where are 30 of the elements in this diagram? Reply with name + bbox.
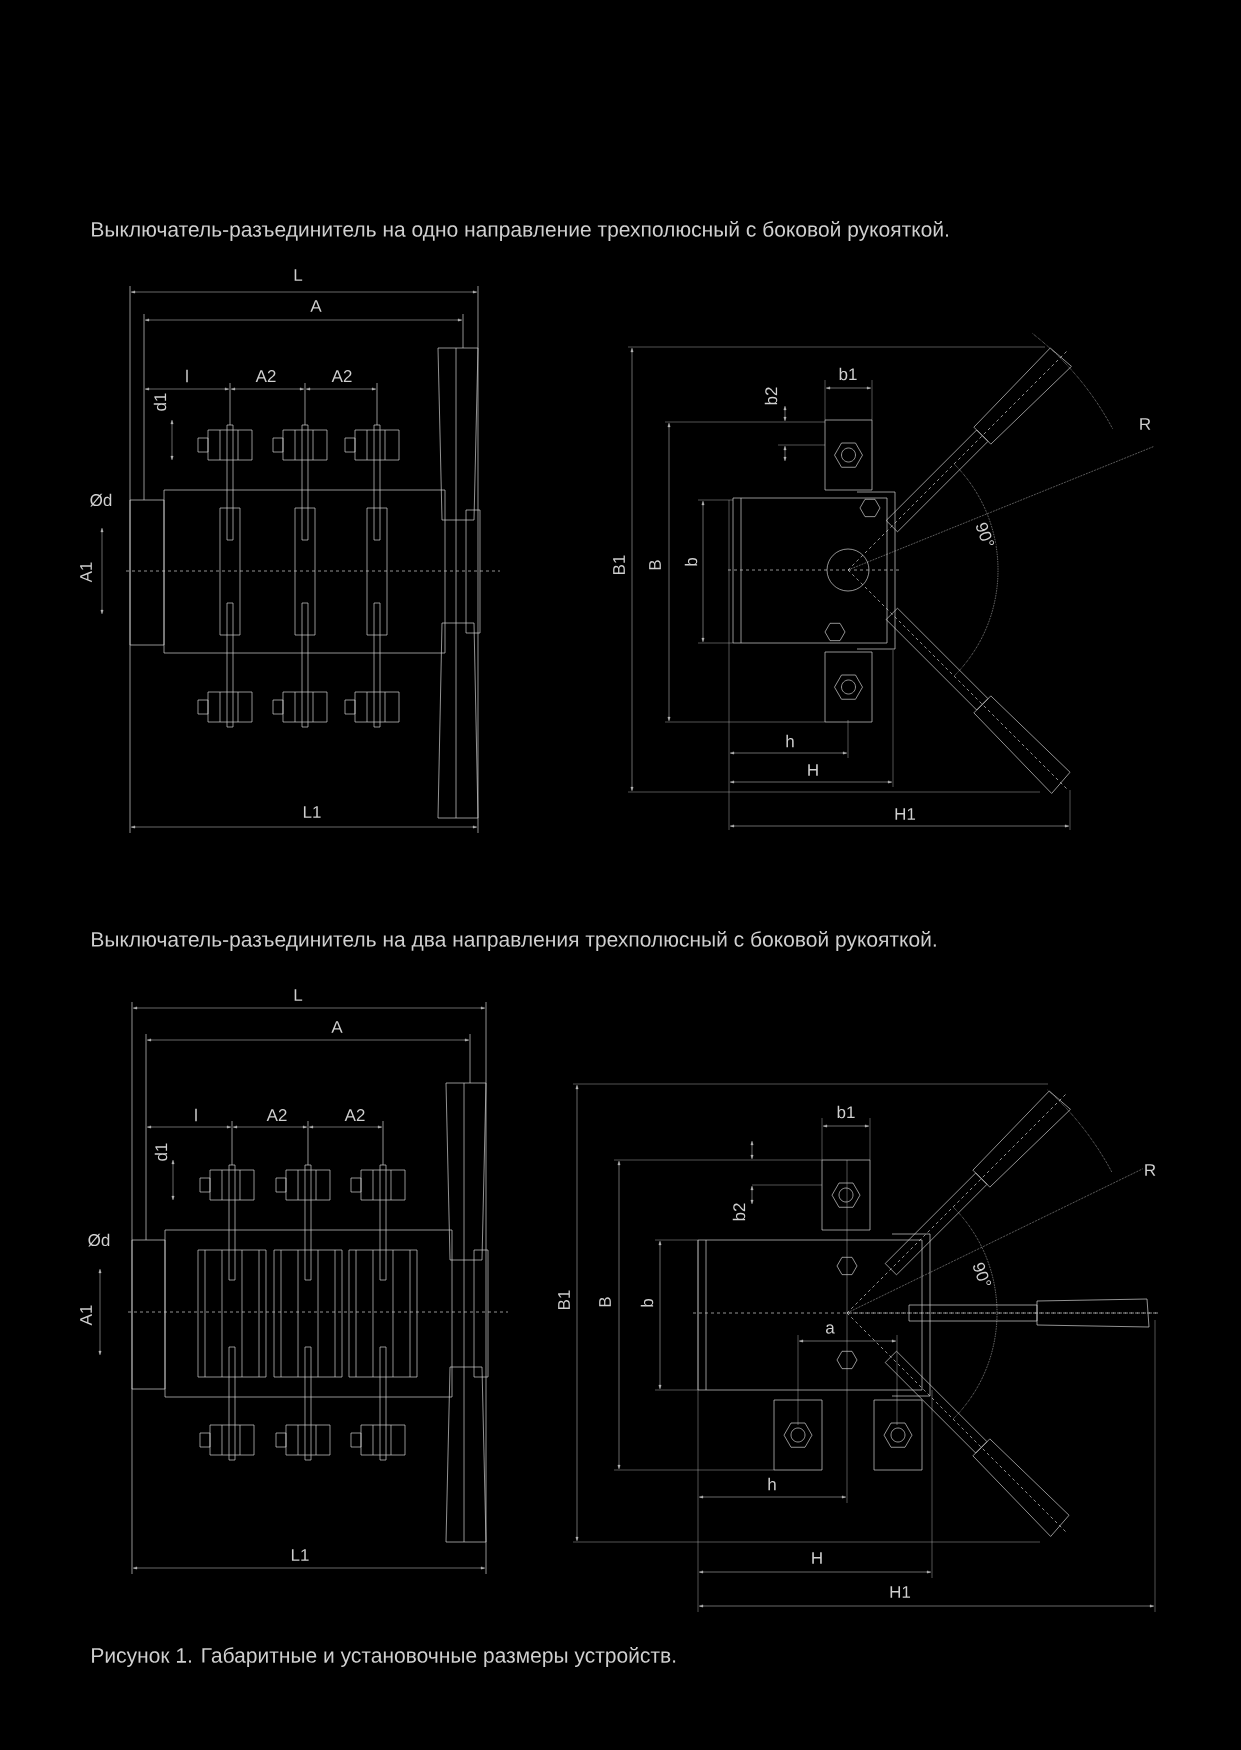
dimension-label: B — [648, 558, 662, 572]
dimension-label: A1 — [79, 1303, 93, 1327]
dimension-label: h — [784, 733, 796, 749]
dimension-label: A — [330, 1020, 344, 1034]
dimension-label: L1 — [301, 805, 323, 819]
dimension-label: L — [292, 988, 304, 1002]
dimension-label: A2 — [254, 369, 278, 383]
dimension-label: A — [309, 299, 323, 313]
dimension-label: b — [639, 1297, 655, 1309]
dimension-label: B1 — [612, 553, 626, 577]
dimension-label: H1 — [888, 1585, 912, 1599]
dimension-label: H1 — [893, 807, 917, 821]
angle-label: 90° — [973, 519, 997, 551]
dimension-label: A2 — [265, 1108, 289, 1122]
dimension-label: h — [766, 1476, 778, 1492]
dimension-label: l — [193, 1107, 199, 1123]
dimension-label: A1 — [79, 560, 93, 584]
dimension-label: B — [598, 1295, 612, 1309]
dimension-label: L1 — [289, 1548, 311, 1562]
dimension-label: l — [184, 368, 190, 384]
dimension-label: b — [683, 556, 699, 568]
dimension-label: B1 — [557, 1288, 571, 1312]
dimension-label: a — [824, 1323, 836, 1335]
figure-caption: Рисунок 1. Габаритные и установочные размеры устройств. — [92, 1647, 676, 1667]
section-heading: Выключатель-разъединитель на два направления трехполюсный с боковой рукояткой. — [92, 931, 936, 951]
dimension-label: A2 — [330, 369, 354, 383]
angle-label: 90° — [970, 1259, 994, 1291]
section-heading: Выключатель-разъединитель на одно направление трехполюсный с боковой рукояткой. — [92, 221, 948, 241]
dimension-label: L — [292, 268, 304, 282]
dimension-label: A2 — [343, 1108, 367, 1122]
